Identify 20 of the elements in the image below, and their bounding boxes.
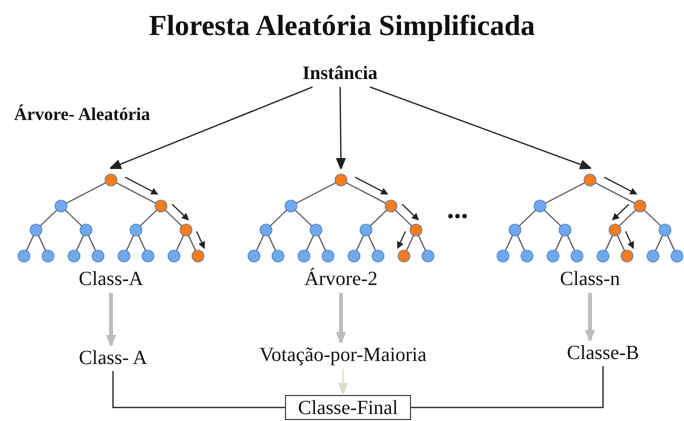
section-label: Árvore- Aleatória: [14, 104, 150, 125]
class-label: Class- A: [78, 347, 148, 369]
class-label: Classe-B: [566, 342, 640, 364]
tree-label: Class-n: [559, 268, 621, 290]
arrow: [106, 293, 116, 347]
input-label: Instância: [302, 63, 378, 85]
class-label: Votação-por-Maioria: [260, 344, 426, 366]
connector-line: [411, 366, 604, 408]
connector-line: [112, 371, 285, 408]
arrow: [336, 293, 346, 344]
arrow: [338, 369, 348, 395]
arrow: [336, 87, 346, 170]
arrow: [109, 86, 313, 169]
arrow: [370, 86, 592, 170]
diagram-title: Floresta Aleatória Simplificada: [148, 10, 536, 43]
tree-label: Árvore-2: [303, 268, 379, 290]
ellipsis: ...: [447, 194, 468, 226]
result-box: Classe-Final: [285, 395, 411, 420]
arrow: [585, 293, 595, 342]
tree-label: Class-A: [78, 268, 144, 290]
